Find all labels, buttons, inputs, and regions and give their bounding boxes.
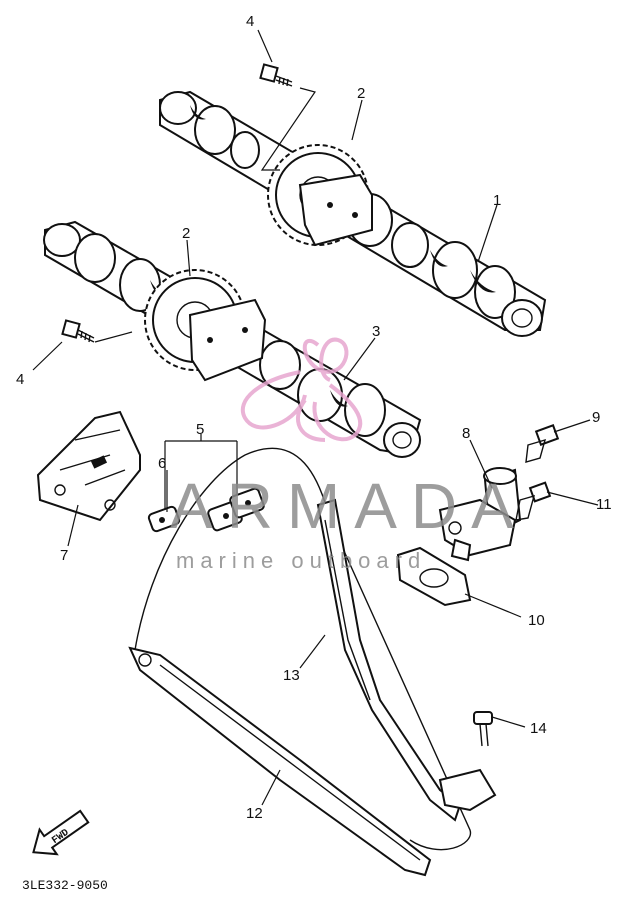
callout-6: 6 — [158, 455, 166, 472]
callout-2-lower: 2 — [182, 225, 190, 242]
camshaft-cap — [36, 410, 141, 522]
watermark-subtitle: marine outboard — [176, 548, 426, 573]
chain-link-set — [147, 487, 265, 533]
callout-12: 12 — [246, 805, 263, 822]
leader-lines — [32, 29, 599, 806]
tensioner-bolt-9 — [525, 424, 560, 463]
watermark-logo — [241, 337, 363, 442]
drawing-code: 3LE332-9050 — [22, 878, 108, 893]
callout-5: 5 — [196, 421, 204, 438]
watermark: ARMADA marine outboard — [170, 337, 528, 573]
callout-7: 7 — [60, 547, 68, 564]
lower-cam-sprocket — [144, 269, 267, 382]
sprocket-bolt-upper — [259, 63, 293, 87]
watermark-title: ARMADA — [170, 470, 528, 542]
tensioner-bolt-11 — [515, 481, 552, 521]
forward-direction-arrow: FWD — [32, 809, 90, 856]
callout-9: 9 — [592, 409, 600, 426]
chain-guide-exhaust — [128, 646, 432, 877]
callout-3: 3 — [372, 323, 380, 340]
callout-4-upper: 4 — [246, 13, 254, 30]
guide-stopper — [438, 711, 497, 812]
callout-2-upper: 2 — [357, 85, 365, 102]
callout-1: 1 — [493, 192, 501, 209]
sprocket-bolt-lower — [61, 319, 95, 343]
chain-tensioner — [438, 467, 522, 562]
callout-13: 13 — [283, 667, 300, 684]
upper-cam-sprocket — [267, 144, 373, 247]
callout-10: 10 — [528, 612, 545, 629]
callout-11: 11 — [596, 496, 612, 513]
tensioner-gasket — [396, 546, 472, 607]
callout-8: 8 — [462, 425, 470, 442]
callout-14: 14 — [530, 720, 547, 737]
callout-4-lower: 4 — [16, 371, 24, 388]
